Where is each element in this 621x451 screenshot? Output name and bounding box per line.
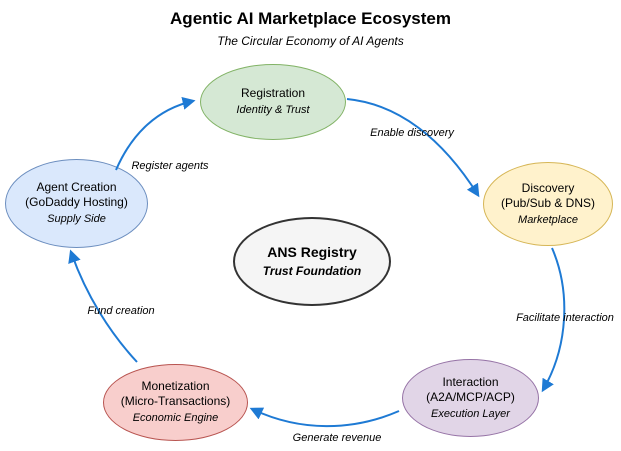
node-monetization-subtitle: Economic Engine (132, 412, 219, 424)
node-monetization: Monetization (Micro-Transactions) Econom… (103, 364, 248, 441)
arrow-generate-revenue (249, 407, 400, 428)
node-interaction-subtitle: Execution Layer (431, 407, 510, 420)
node-registration: Registration Identity & Trust (200, 64, 346, 140)
node-ans-registry: ANS Registry Trust Foundation (233, 217, 391, 306)
diagram-subtitle: The Circular Economy of AI Agents (217, 34, 404, 48)
edge-label-facilitate-interaction: Facilitate interaction (516, 312, 614, 324)
edge-label-enable-discovery: Enable discovery (370, 127, 455, 139)
edge-label-fund-creation: Fund creation (87, 305, 154, 317)
node-agent-creation-detail: (GoDaddy Hosting) (25, 195, 128, 209)
node-discovery-detail: (Pub/Sub & DNS) (500, 195, 596, 210)
arrow-enable-discovery (346, 98, 480, 198)
diagram-title: Agentic AI Marketplace Ecosystem (170, 9, 451, 28)
node-ans-registry-subtitle: Trust Foundation (262, 263, 362, 278)
node-monetization-title: Monetization (141, 379, 210, 393)
arrow-fund-creation (68, 249, 138, 363)
node-agent-creation-subtitle: Supply Side (47, 213, 106, 225)
node-agent-creation: Agent Creation (GoDaddy Hosting) Supply … (5, 159, 148, 248)
node-agent-creation-title: Agent Creation (36, 180, 117, 194)
node-discovery-title: Discovery (521, 180, 575, 195)
node-interaction-detail: (A2A/MCP/ACP) (426, 389, 515, 404)
node-registration-subtitle: Identity & Trust (236, 104, 310, 116)
edge-label-register-agents: Register agents (131, 160, 209, 172)
node-discovery: Discovery (Pub/Sub & DNS) Marketplace (483, 162, 613, 246)
node-interaction: Interaction (A2A/MCP/ACP) Execution Laye… (402, 359, 539, 437)
arrow-register-agents (115, 96, 196, 171)
edge-label-generate-revenue: Generate revenue (293, 432, 382, 444)
node-monetization-detail: (Micro-Transactions) (120, 394, 231, 408)
node-interaction-title: Interaction (442, 374, 499, 389)
node-registration-title: Registration (240, 86, 306, 100)
node-discovery-subtitle: Marketplace (518, 213, 578, 226)
arrow-facilitate-interaction (541, 247, 566, 393)
node-ans-registry-title: ANS Registry (267, 243, 357, 260)
